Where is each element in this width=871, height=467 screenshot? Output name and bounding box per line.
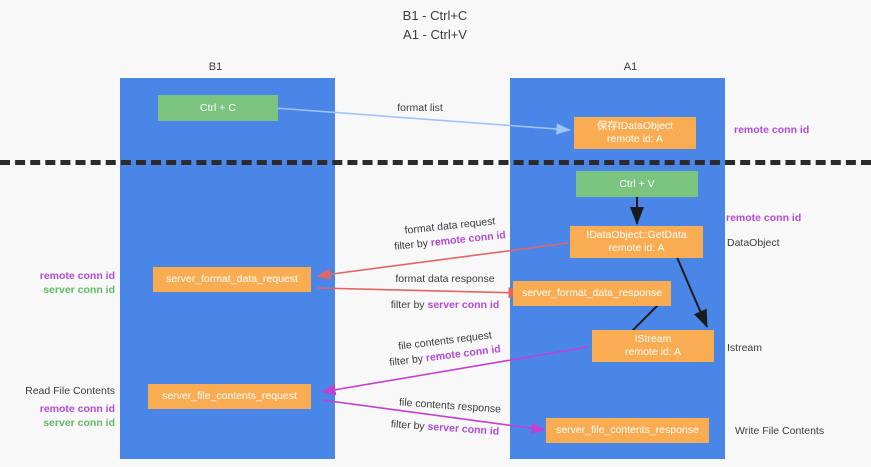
edge-label-format-data-response: format data response [395,273,495,285]
left-label-bottom-conn-ids: remote conn id server conn id [0,402,115,430]
edge-label-format-list: format list [397,102,443,114]
title-line-1: B1 - Ctrl+C [402,8,468,23]
node-server-file-contents-response-label: server_file_contents_response [555,424,699,436]
node-ctrl-c[interactable]: Ctrl + C [158,95,278,121]
node-idataobject-getdata[interactable]: IDataObject::GetData remote id: A [570,226,703,258]
edge-label-file-contents-response-filter: filter by server conn id [360,415,531,441]
filter-prefix-1: filter by [393,237,432,253]
node-server-file-contents-response[interactable]: server_file_contents_response [546,418,709,443]
diagram-title: B1 - Ctrl+C A1 - Ctrl+V [335,6,535,44]
node-server-file-contents-request[interactable]: server_file_contents_request [148,384,311,409]
node-istream-line2: remote id: A [624,346,682,358]
right-label-remote-conn-id-top: remote conn id [734,124,810,136]
node-ctrl-c-label: Ctrl + C [200,101,236,114]
filter-prefix-4: filter by [390,418,428,433]
left-label-read-file-contents: Read File Contents [25,385,115,397]
left-label-bottom-server-conn-id: server conn id [43,417,115,429]
title-line-2: A1 - Ctrl+V [403,27,467,42]
node-ctrl-v[interactable]: Ctrl + V [576,171,698,197]
node-getdata-line1: IDataObject::GetData [586,229,687,241]
node-server-format-data-response[interactable]: server_format_data_response [513,281,671,306]
left-label-bottom-remote-conn-id: remote conn id [39,403,115,415]
left-label-remote-conn-id: remote conn id server conn id [0,269,115,297]
phase-divider [0,160,871,165]
left-label-remote-conn-id-text: remote conn id [39,270,115,282]
node-server-format-data-request[interactable]: server_format_data_request [153,267,311,292]
node-istream[interactable]: IStream remote id: A [592,330,714,362]
right-label-dataobject: DataObject [727,237,780,249]
node-server-format-data-response-label: server_format_data_response [521,287,663,299]
right-label-remote-conn-id-mid: remote conn id [726,212,802,224]
node-save-idataobject-line1: 保存IDataObject [596,120,674,132]
edge-label-format-data-response-filter: filter by server conn id [360,298,530,312]
left-label-server-conn-id-text: server conn id [43,284,115,296]
filter-prefix-3: filter by [388,352,427,369]
node-istream-line1: IStream [634,333,672,345]
filter-prefix-2: filter by [390,299,428,311]
right-label-write-file-contents: Write File Contents [735,425,825,437]
right-label-istream: Istream [727,342,763,354]
lane-a1-title: A1 [623,61,638,73]
node-getdata-line2: remote id: A [608,242,665,254]
node-ctrl-v-label: Ctrl + V [619,177,655,190]
node-server-file-contents-request-label: server_file_contents_request [162,390,297,402]
filter-key-server-conn-id-1: server conn id [427,299,500,311]
arrow-format-data-response [316,287,523,299]
filter-key-server-conn-id-2: server conn id [427,420,500,438]
lane-b1-title: B1 [208,61,223,73]
node-server-format-data-request-label: server_format_data_request [166,273,298,285]
node-save-idataobject[interactable]: 保存IDataObject remote id: A [574,117,696,149]
node-save-idataobject-line2: remote id: A [606,133,664,145]
